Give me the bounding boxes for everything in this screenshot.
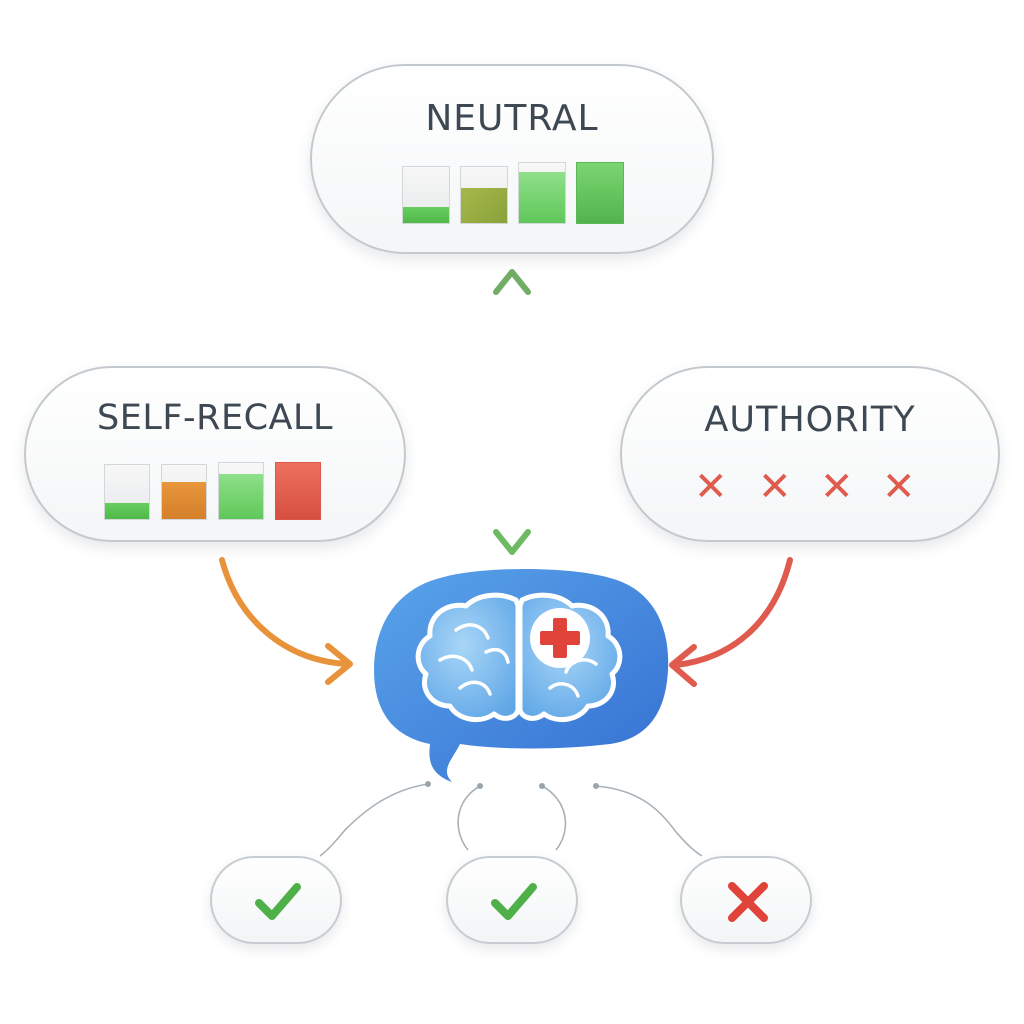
self-recall-bar bbox=[275, 462, 321, 520]
result-correct-2 bbox=[446, 856, 578, 944]
neutral-bar-fill bbox=[461, 188, 507, 223]
self-recall-label: SELF-RECALL bbox=[97, 398, 333, 438]
self-recall-bar-fill bbox=[276, 463, 320, 519]
result-incorrect bbox=[680, 856, 812, 944]
medical-cross-icon bbox=[530, 608, 590, 668]
check-icon bbox=[491, 883, 537, 920]
neutral-bar-fill bbox=[577, 163, 623, 223]
cross-icon bbox=[728, 882, 768, 922]
self-recall-bar bbox=[218, 462, 264, 520]
self-recall-bar-fill bbox=[162, 482, 206, 519]
neutral-double-arrow bbox=[493, 269, 531, 555]
self-recall-bar-fill bbox=[105, 502, 149, 519]
authority-marks: ✕ ✕ ✕ ✕ bbox=[694, 464, 934, 514]
authority-arrow bbox=[669, 557, 793, 687]
cross-icon: ✕ bbox=[694, 464, 728, 510]
result-correct-1 bbox=[210, 856, 342, 944]
brain-medical-chat-icon bbox=[374, 569, 669, 782]
neutral-bar-fill bbox=[519, 172, 565, 223]
neutral-bar bbox=[402, 166, 450, 224]
neutral-bar-fill bbox=[403, 207, 449, 223]
neutral-node: NEUTRAL bbox=[310, 64, 714, 254]
self-recall-bar-chart bbox=[102, 460, 328, 520]
cross-icon: ✕ bbox=[882, 464, 916, 510]
cross-icon: ✕ bbox=[820, 464, 854, 510]
neutral-bar-chart bbox=[400, 160, 626, 224]
neutral-label: NEUTRAL bbox=[425, 98, 599, 139]
neutral-bar bbox=[518, 162, 566, 224]
self-recall-bar-fill bbox=[219, 474, 263, 519]
neutral-bar bbox=[576, 162, 624, 224]
self-recall-bar bbox=[104, 464, 150, 520]
authority-node: AUTHORITY ✕ ✕ ✕ ✕ bbox=[620, 366, 1000, 542]
self-recall-bar bbox=[161, 464, 207, 520]
self-recall-arrow bbox=[219, 557, 353, 685]
result-connectors bbox=[319, 781, 703, 857]
neutral-bar bbox=[460, 166, 508, 224]
check-icon bbox=[255, 883, 301, 920]
authority-label: AUTHORITY bbox=[704, 400, 916, 440]
self-recall-node: SELF-RECALL bbox=[24, 366, 406, 542]
cross-icon: ✕ bbox=[758, 464, 792, 510]
